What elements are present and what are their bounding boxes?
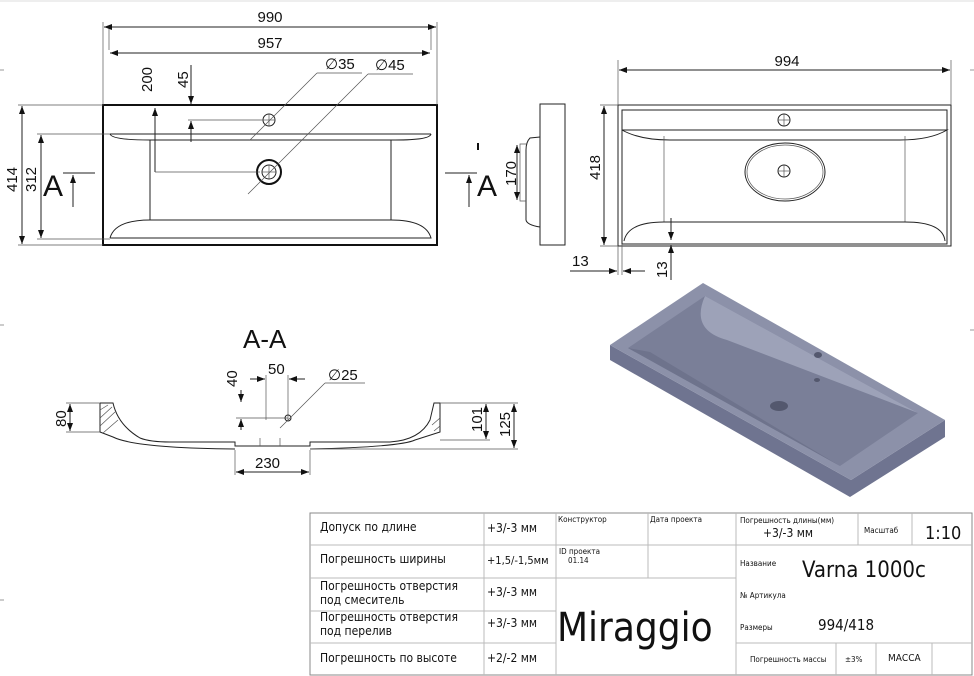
dim-13-bottom: 13 — [654, 261, 671, 278]
top-view: 990 957 200 45 ∅35 ∅45 414 312 A A — [4, 9, 497, 246]
dim-230: 230 — [255, 455, 280, 472]
section-view: A-A 230 40 50 ∅25 80 101 125 — [53, 324, 518, 475]
dim-50: 50 — [268, 361, 285, 378]
length-tol-value: +3/-3 мм — [763, 526, 813, 540]
tol-mixer-label: Погрешность отверстия — [320, 579, 458, 593]
dim-994: 994 — [774, 53, 799, 70]
dim-drain-hole: ∅45 — [375, 57, 405, 74]
section-mark-left: A — [43, 170, 63, 203]
length-tol-label: Погрешность длины(мм) — [740, 516, 834, 525]
dim-170: 170 — [503, 161, 520, 186]
name-label: Название — [740, 559, 777, 568]
dim-418: 418 — [587, 155, 604, 180]
tol-width-label: Погрешность ширины — [320, 552, 446, 566]
tol-mixer-value: +3/-3 мм — [487, 585, 537, 599]
tol-width-value: +1,5/-1,5мм — [487, 554, 549, 567]
sizes-label: Размеры — [740, 623, 773, 632]
sink-3d-render — [610, 283, 945, 497]
product-sizes: 994/418 — [818, 616, 874, 634]
project-id: 01.14 — [568, 556, 589, 565]
mass-label: МАССА — [888, 653, 921, 664]
dim-40: 40 — [224, 370, 241, 387]
sheet-frame — [0, 0, 974, 601]
tol-length-label: Допуск по длине — [320, 520, 417, 534]
scale-label: Масштаб — [864, 525, 899, 535]
product-name: Varna 1000c — [802, 558, 926, 583]
dim-957: 957 — [257, 35, 282, 52]
scale-value: 1:10 — [925, 523, 961, 544]
tol-length-value: +3/-3 мм — [487, 521, 537, 535]
dim-414: 414 — [4, 167, 21, 192]
dim-drain-25: ∅25 — [328, 367, 358, 384]
tol-overflow-value: +3/-3 мм — [487, 616, 537, 630]
mass-tol-label: Погрешность массы — [750, 655, 827, 664]
tol-overflow-label2: под перелив — [320, 624, 392, 638]
tol-overflow-label: Погрешность отверстия — [320, 610, 458, 624]
dim-200: 200 — [139, 67, 156, 92]
dim-mixer-hole: ∅35 — [325, 56, 355, 73]
title-block: Допуск по длине +3/-3 мм Погрешность шир… — [309, 512, 973, 676]
dim-990: 990 — [257, 9, 282, 26]
dim-312: 312 — [23, 167, 40, 192]
dim-101: 101 — [469, 407, 486, 432]
section-mark-right: A — [477, 170, 497, 203]
dim-125: 125 — [497, 412, 514, 437]
dim-80: 80 — [53, 410, 70, 427]
tol-mixer-label2: под смеситель — [320, 593, 404, 607]
dim-45: 45 — [175, 71, 192, 88]
project-id-label: ID проекта — [559, 547, 600, 556]
front-view: 994 418 13 13 — [570, 53, 952, 280]
section-title: A-A — [243, 324, 287, 354]
tol-height-value: +2/-2 мм — [487, 651, 537, 665]
tol-height-label: Погрешность по высоте — [320, 651, 457, 665]
side-view: 170 — [503, 103, 566, 246]
article-label: № Артикула — [740, 591, 786, 600]
dim-13-left: 13 — [572, 253, 589, 270]
date-label: Дата проекта — [650, 515, 702, 524]
brand-logo: Miraggio — [557, 605, 713, 651]
constructor-label: Конструктор — [558, 515, 607, 524]
mass-tol: ±3% — [845, 655, 863, 664]
